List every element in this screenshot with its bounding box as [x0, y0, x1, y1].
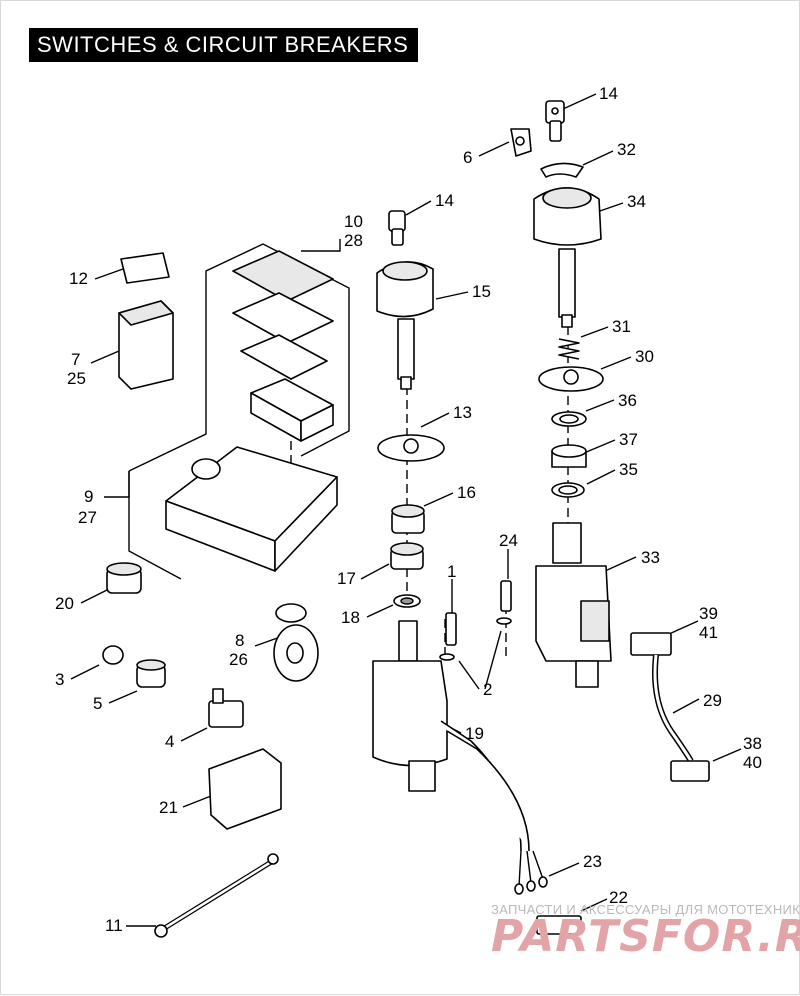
callout-16: 16 — [457, 483, 476, 502]
connector-22 — [536, 915, 582, 935]
screw-1 — [445, 612, 457, 646]
callout-40: 40 — [743, 753, 762, 772]
bushing-16 — [391, 504, 425, 534]
spring-31 — [558, 338, 580, 360]
key-plate-6 — [510, 128, 532, 157]
callout-37: 37 — [619, 430, 638, 449]
connector-39 — [630, 632, 672, 656]
circuit-breaker-7 — [118, 300, 174, 390]
switch-5 — [136, 659, 166, 688]
callout-17: 17 — [337, 569, 356, 588]
ring-35 — [551, 482, 585, 498]
washer-18 — [393, 594, 421, 608]
callout-20: 20 — [55, 594, 74, 613]
key-14-mid — [388, 210, 406, 246]
callout-22: 22 — [609, 888, 628, 907]
callout-36: 36 — [618, 391, 637, 410]
leader-lines — [70, 93, 742, 927]
switch-20 — [106, 562, 142, 594]
ring-36 — [551, 411, 587, 427]
callout-12: 12 — [69, 269, 88, 288]
bushing-17 — [390, 542, 424, 570]
callout-14: 14 — [599, 84, 618, 103]
callout-15: 15 — [472, 282, 491, 301]
o-ring-3 — [102, 645, 124, 665]
panel-10 — [232, 250, 334, 380]
callout-labels: 14 6 32 34 14 10 28 12 15 31 7 25 30 36 … — [55, 84, 762, 935]
callout-35: 35 — [619, 460, 638, 479]
callout-14: 14 — [435, 191, 454, 210]
callout-24: 24 — [499, 531, 518, 550]
callout-13: 13 — [453, 403, 472, 422]
harness-29 — [652, 654, 694, 763]
callout-7: 7 — [71, 350, 80, 369]
callout-39: 39 — [699, 604, 718, 623]
callout-33: 33 — [641, 548, 660, 567]
callout-9: 9 — [84, 487, 93, 506]
connector-38 — [670, 760, 710, 782]
callout-5: 5 — [93, 694, 102, 713]
bracket-21 — [208, 748, 282, 830]
ignition-switch-33 — [535, 522, 612, 688]
callout-34: 34 — [627, 192, 646, 211]
callout-23: 23 — [583, 852, 602, 871]
callout-18: 18 — [341, 608, 360, 627]
collar-37 — [551, 444, 587, 468]
callout-31: 31 — [612, 317, 631, 336]
plate-30 — [538, 366, 604, 392]
callout-32: 32 — [617, 140, 636, 159]
callout-26: 26 — [229, 650, 248, 669]
callout-10: 10 — [344, 212, 363, 231]
screw-24 — [500, 580, 512, 612]
callout-28: 28 — [344, 231, 363, 250]
switch-body-19 — [372, 620, 530, 852]
callout-27: 27 — [78, 508, 97, 527]
watermark-tagline: ЗАПЧАСТИ И АКСЕССУАРЫ ДЛЯ МОТОТЕХНИКИ — [491, 902, 800, 917]
cable-11 — [154, 853, 279, 938]
watermark-logo: PARTSFOR.RU — [491, 911, 800, 962]
callout-6: 6 — [463, 148, 472, 167]
ignition-cap-34 — [533, 187, 602, 328]
callout-4: 4 — [165, 732, 174, 751]
callout-25: 25 — [67, 369, 86, 388]
plate-13 — [377, 434, 445, 462]
callout-3: 3 — [55, 670, 64, 689]
callout-1: 1 — [447, 562, 456, 581]
wire-terminals-23 — [514, 850, 548, 895]
relay-4 — [208, 688, 244, 728]
tray-9 — [165, 446, 338, 572]
callout-11: 11 — [105, 916, 123, 935]
key-14-upper — [545, 100, 565, 142]
callout-29: 29 — [703, 691, 722, 710]
clip-12 — [120, 252, 170, 284]
retainer-32 — [540, 162, 584, 178]
callout-41: 41 — [699, 623, 718, 642]
cap-8 — [273, 603, 319, 682]
callout-2: 2 — [483, 680, 492, 699]
module-10 — [250, 378, 334, 442]
callout-30: 30 — [635, 347, 654, 366]
callout-38: 38 — [743, 734, 762, 753]
callout-21: 21 — [159, 798, 178, 817]
callout-19: 19 — [465, 724, 484, 743]
switch-cap-15 — [376, 261, 434, 390]
washer-2 — [439, 617, 512, 661]
watermark: ЗАПЧАСТИ И АКСЕССУАРЫ ДЛЯ МОТОТЕХНИКИ PA… — [491, 902, 800, 962]
callout-8: 8 — [235, 631, 244, 650]
page-title: SWITCHES & CIRCUIT BREAKERS — [29, 28, 418, 62]
